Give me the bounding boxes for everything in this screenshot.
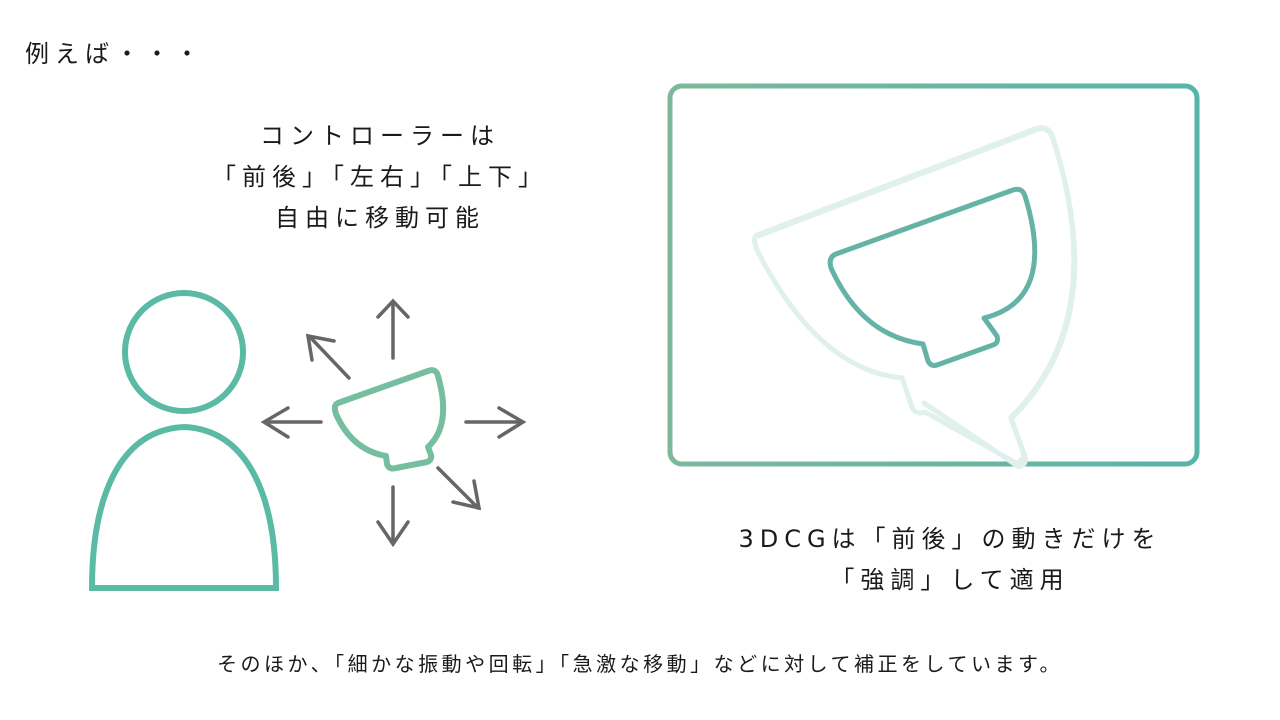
controller-caption-line: 「前後」「左右」「上下」 [212, 163, 548, 191]
heading-example: 例えば・・・ [25, 40, 205, 68]
controller-caption: コントローラーは 「前後」「左右」「上下」 自由に移動可能 [190, 116, 570, 239]
arrow-up-left-icon [305, 333, 351, 380]
cg-caption: 3DCGは「前後」の動きだけを 「強調」して適用 [680, 519, 1220, 601]
controller-caption-line: 自由に移動可能 [275, 204, 485, 232]
controller-caption-line: コントローラーは [260, 122, 500, 150]
rice-bowl-medium-icon [827, 186, 1038, 368]
arrow-down-right-icon [436, 466, 482, 511]
cg-caption-line: 「強調」して適用 [830, 566, 1070, 594]
arrow-left-icon [260, 406, 323, 439]
arrow-up-icon [376, 298, 410, 360]
person-body-icon [88, 423, 280, 591]
direction-arrows [260, 298, 527, 548]
arrow-right-icon [464, 406, 527, 439]
person-head-icon [122, 290, 246, 414]
person-outline-icon [88, 290, 280, 591]
rice-bowl-icon [331, 367, 447, 472]
footer-note: そのほか、「細かな振動や回転」「急激な移動」などに対して補正をしています。 [217, 652, 1063, 676]
cg-caption-line: 3DCGは「前後」の動きだけを [738, 525, 1162, 553]
screen-frame [667, 83, 1200, 467]
rice-bowl-large-outline [755, 126, 1078, 470]
arrow-down-icon [376, 485, 410, 548]
